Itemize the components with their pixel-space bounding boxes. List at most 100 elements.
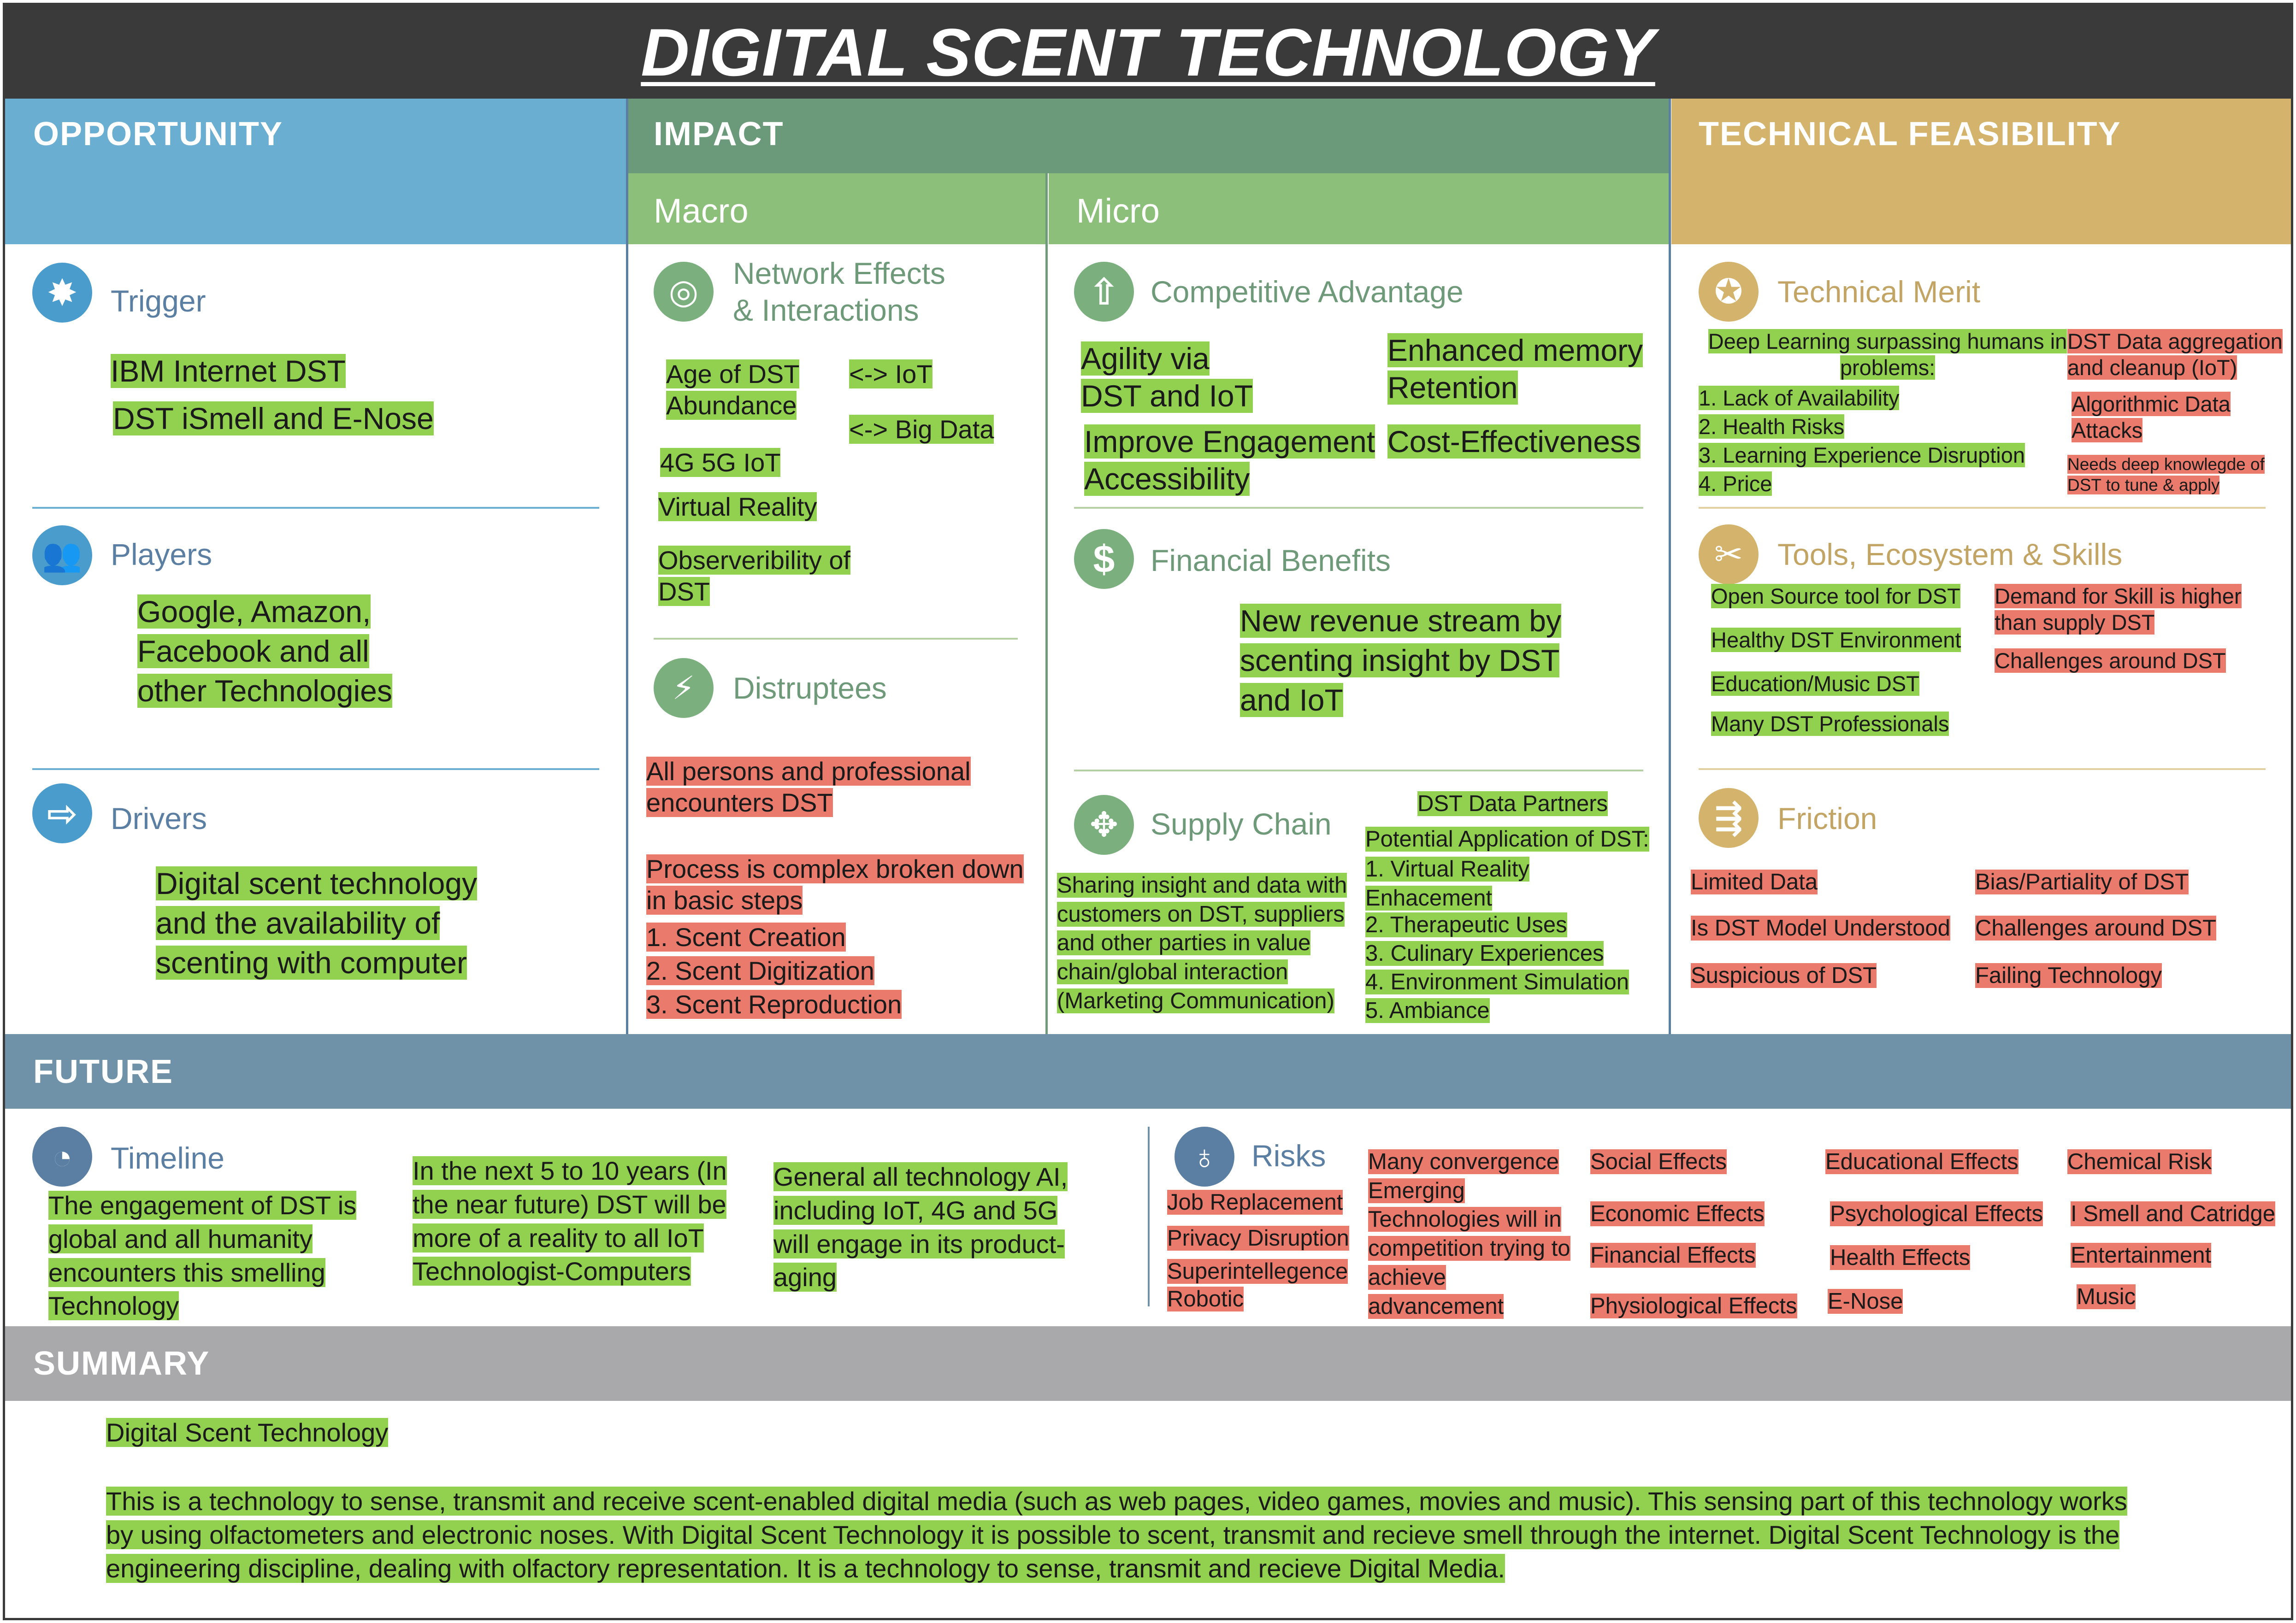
friction-right-item: Challenges around DST — [1975, 916, 2216, 941]
memory-retention: Enhanced memory Retention — [1387, 333, 1643, 405]
engagement: Improve Engagement Accessibility — [1084, 424, 1375, 496]
risk-effect-item: Economic Effects — [1590, 1201, 1765, 1226]
app-item: 2. Therapeutic Uses — [1365, 912, 1567, 937]
tools-red-item: Challenges around DST — [1995, 648, 2226, 673]
macro-title: Macro — [654, 192, 749, 230]
risk-chem-item: I Smell and Catridge — [2071, 1201, 2275, 1226]
g45-iot: 4G 5G IoT — [660, 448, 781, 477]
merit-list-item: 2. Health Risks — [1699, 414, 1845, 439]
friction-left-item: Limited Data — [1691, 870, 1818, 894]
feasibility-header — [1671, 99, 2293, 244]
risk-effect-item: E-Nose — [1828, 1289, 1903, 1314]
disruptees-icon: ⚡ — [654, 658, 714, 718]
iot-link: <-> IoT — [849, 359, 933, 388]
risk-effect-item: Health Effects — [1830, 1245, 1971, 1270]
trigger-item: IBM Internet DST — [111, 354, 346, 388]
risk-effect-item: Financial Effects — [1590, 1243, 1756, 1268]
supply-sharing: Sharing insight and data with customers … — [1057, 873, 1347, 1013]
divider-opp-2 — [32, 768, 599, 770]
trigger-icon: ✸ — [32, 263, 92, 323]
financial-text: New revenue stream by scenting insight b… — [1240, 604, 1561, 717]
micro-header — [1049, 173, 1670, 244]
tools-green-item: Open Source tool for DST — [1711, 584, 1960, 608]
friction-label: Friction — [1777, 801, 1877, 835]
friction-left-item: Suspicious of DST — [1691, 963, 1877, 988]
merit-icon: ✪ — [1699, 262, 1759, 322]
drivers-label: Drivers — [111, 801, 207, 835]
financial-label: Financial Benefits — [1151, 543, 1391, 577]
network-label-2: & Interactions — [733, 293, 919, 327]
merit-red-item: Algorithmic Data Attacks — [2072, 392, 2231, 443]
summary-heading: Digital Scent Technology — [106, 1418, 389, 1447]
title-bar — [3, 3, 2293, 99]
dst-data-partners: DST Data Partners — [1417, 791, 1608, 816]
micro-title: Micro — [1076, 192, 1160, 230]
divider-micro-1 — [1074, 507, 1643, 509]
app-item: 1. Virtual Reality Enhacement — [1365, 857, 1529, 911]
app-item: 5. Ambiance — [1365, 998, 1490, 1023]
bigdata-link: <-> Big Data — [849, 415, 994, 444]
tools-green-item: Many DST Professionals — [1711, 712, 1949, 736]
merit-list-item: 1. Lack of Availability — [1699, 386, 1900, 410]
potential-application: Potential Application of DST: — [1365, 827, 1649, 852]
timeline-icon: ◔ — [32, 1127, 92, 1187]
dollar-icon: $ — [1074, 529, 1134, 589]
timeline-col3: General all technology AI, including IoT… — [773, 1162, 1068, 1292]
virtual-reality: Virtual Reality — [658, 492, 817, 521]
risk-effect-item: Educational Effects — [1825, 1149, 2019, 1174]
future-header — [5, 1034, 2293, 1109]
supply-chain-label: Supply Chain — [1151, 807, 1332, 841]
timeline-col2: In the next 5 to 10 years (In the near f… — [413, 1156, 727, 1286]
merit-list-item: 4. Price — [1699, 471, 1772, 496]
risk-chem-item: Music — [2077, 1284, 2136, 1309]
tools-red-item: Demand for Skill is higher than supply D… — [1995, 584, 2242, 635]
friction-right-item: Failing Technology — [1975, 963, 2162, 988]
trigger-item: DST iSmell and E-Nose — [113, 401, 434, 435]
risk-effect-item: Physiological Effects — [1590, 1294, 1797, 1318]
merit-red-item: Needs deep knowlegde of DST to tune & ap… — [2067, 455, 2265, 495]
page-border — [3, 3, 2293, 1620]
future-divider — [1148, 1127, 1150, 1306]
players-icon: 👥 — [32, 525, 92, 585]
risk-item: Superintellegence Robotic — [1167, 1259, 1348, 1311]
summary-title: SUMMARY — [33, 1345, 210, 1382]
observability: Observeribility of DST — [658, 546, 851, 606]
risks-icon: ♁ — [1175, 1127, 1234, 1187]
macro-header — [628, 173, 1046, 244]
disruptees-persons: All persons and professional encounters … — [646, 757, 971, 817]
timeline-col1: The engagement of DST is global and all … — [48, 1191, 357, 1321]
disruptees-label: Distruptees — [733, 671, 887, 705]
divider-feas-1 — [1699, 507, 2266, 509]
players-text: Google, Amazon, Facebook and all other T… — [137, 594, 392, 708]
drivers-text: Digital scent technology and the availab… — [156, 866, 478, 980]
merit-label: Technical Merit — [1777, 275, 1981, 309]
step-item: 3. Scent Reproduction — [646, 990, 902, 1019]
deep-learning: Deep Learning surpassing humans in probl… — [1708, 329, 2067, 380]
divider-2 — [1045, 173, 1048, 1034]
divider-macro — [654, 638, 1018, 640]
impact-title: IMPACT — [654, 116, 784, 153]
age-abundance: Age of DST Abundance — [666, 359, 800, 420]
tools-label: Tools, Ecosystem & Skills — [1777, 537, 2123, 571]
players-label: Players — [111, 537, 212, 571]
app-item: 4. Environment Simulation — [1365, 970, 1629, 994]
step-item: 1. Scent Creation — [646, 923, 846, 952]
risk-item: Privacy Disruption — [1167, 1226, 1349, 1251]
timeline-label: Timeline — [111, 1141, 224, 1175]
tools-green-item: Healthy DST Environment — [1711, 628, 1961, 652]
summary-text: This is a technology to sense, transmit … — [106, 1487, 2127, 1583]
page-title: DIGITAL SCENT TECHNOLOGY — [641, 15, 1655, 90]
risk-item: Job Replacement — [1167, 1190, 1343, 1215]
summary-header — [5, 1326, 2293, 1401]
drivers-icon: ⇨ — [32, 783, 92, 843]
friction-right-item: Bias/Partiality of DST — [1975, 870, 2189, 894]
supply-chain-icon: ✥ — [1074, 795, 1134, 855]
network-label: Network Effects — [733, 256, 945, 290]
merit-list-item: 3. Learning Experience Disruption — [1699, 443, 2025, 467]
competitive-label: Competitive Advantage — [1151, 275, 1464, 309]
merit-red-item: DST Data aggregation and cleanup (IoT) — [2067, 329, 2283, 380]
tools-icon: ✂ — [1699, 524, 1759, 584]
risk-chem-item: Chemical Risk — [2067, 1149, 2212, 1174]
risk-effect-item: Psychological Effects — [1830, 1201, 2043, 1226]
risk-effect-item: Social Effects — [1590, 1149, 1727, 1174]
